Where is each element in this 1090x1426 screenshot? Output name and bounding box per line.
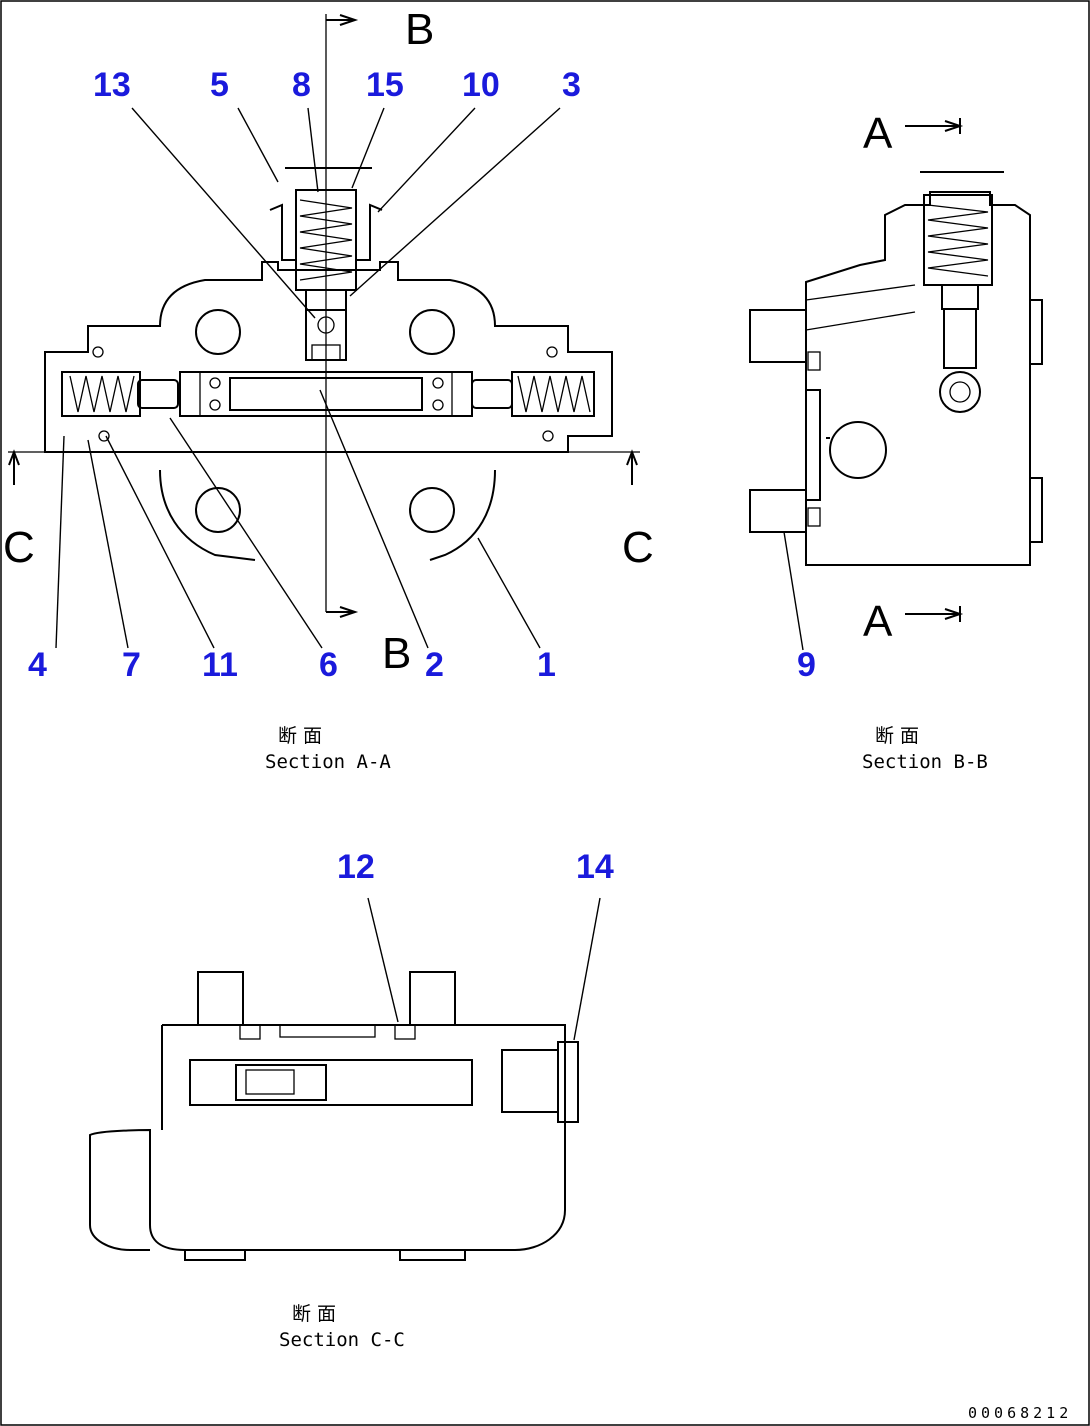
callout-4: 4 (28, 646, 47, 684)
callout-14: 14 (576, 848, 614, 886)
callout-6: 6 (319, 646, 338, 684)
callout-8: 8 (292, 66, 311, 104)
callout-13: 13 (93, 66, 131, 104)
document-id: 00068212 (968, 1404, 1072, 1422)
section-a-a-view (8, 14, 640, 618)
captions: 断 面 Section A-A 断 面 Section B-B 断 面 Sect… (265, 725, 988, 1351)
section-mark-a-bottom: A (863, 597, 893, 646)
caption-b-b-jp: 断 面 (875, 725, 919, 747)
section-mark-c-left: C (3, 523, 35, 572)
callout-11: 11 (202, 646, 238, 684)
callout-12: 12 (337, 848, 375, 886)
callout-1: 1 (537, 646, 556, 684)
section-mark-b-bottom: B (382, 629, 411, 678)
callout-15: 15 (366, 66, 404, 104)
callout-3: 3 (562, 66, 581, 104)
callout-10: 10 (462, 66, 500, 104)
callout-2: 2 (425, 646, 444, 684)
callout-5: 5 (210, 66, 229, 104)
leader-lines-a-a (55, 107, 561, 649)
section-mark-c-right: C (622, 523, 654, 572)
section-c-c-view (89, 971, 579, 1261)
section-mark-b-top: B (405, 5, 434, 54)
callout-7: 7 (122, 646, 141, 684)
caption-c-c: Section C-C (279, 1329, 405, 1351)
section-letters: B B C C A A (3, 5, 893, 678)
caption-a-a-jp: 断 面 (278, 725, 322, 747)
leader-line-9 (783, 531, 804, 651)
callout-numbers: 13 5 8 15 10 3 4 7 11 6 2 1 9 12 14 (28, 66, 816, 886)
section-b-b-view (749, 118, 1043, 622)
section-mark-a-top: A (863, 109, 893, 158)
caption-b-b: Section B-B (862, 751, 988, 773)
leader-lines-c-c (367, 897, 601, 1041)
caption-c-c-jp: 断 面 (292, 1303, 336, 1325)
caption-a-a: Section A-A (265, 751, 391, 773)
callout-9: 9 (797, 646, 816, 684)
